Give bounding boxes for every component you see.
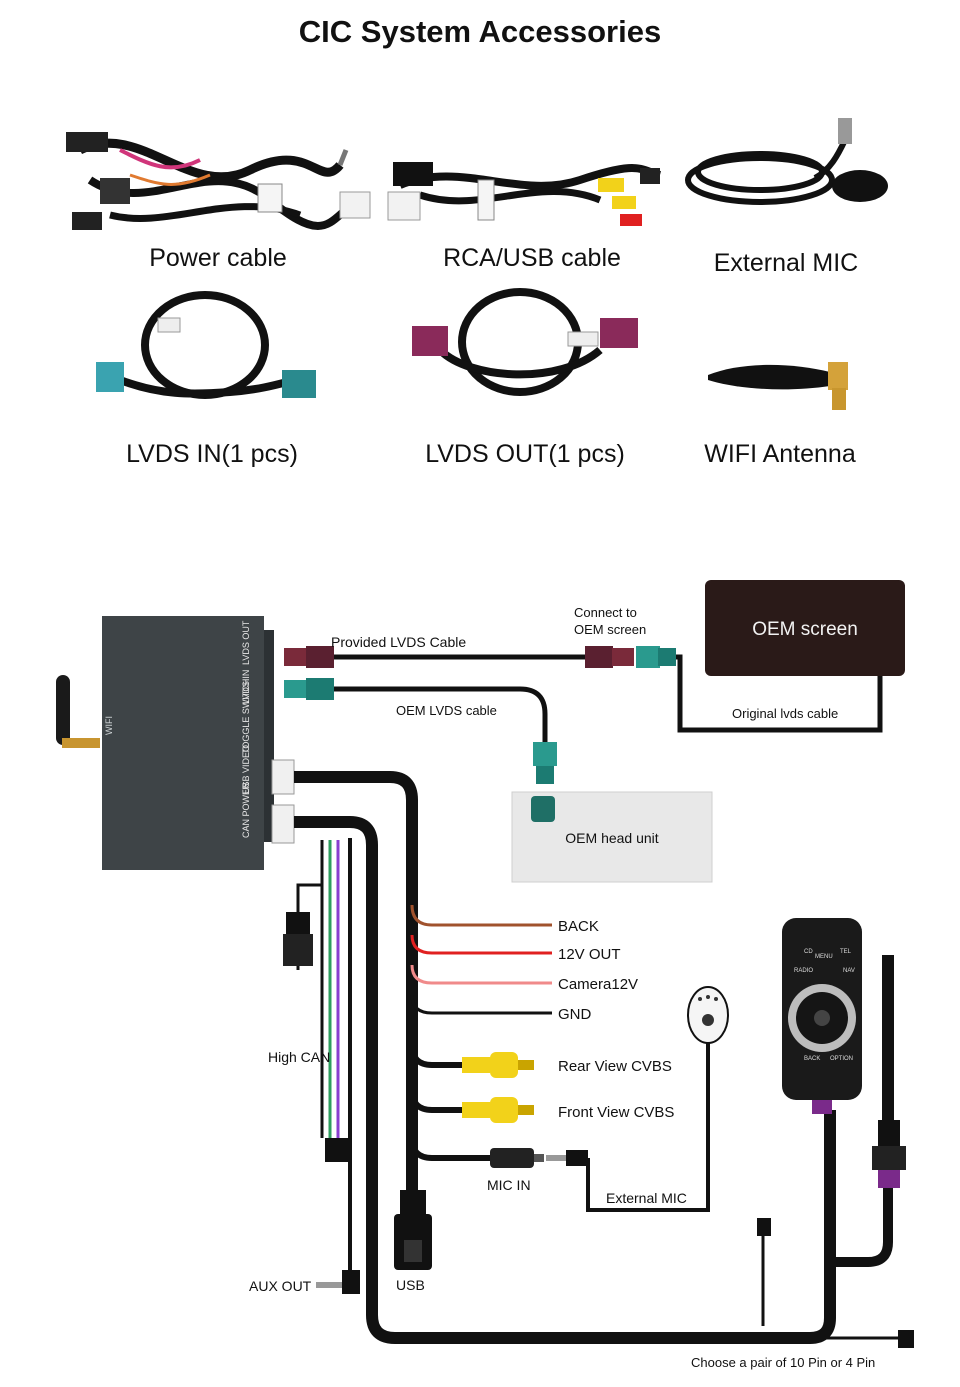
accessory-label-rca-usb-cable: RCA/USB cable bbox=[443, 244, 621, 272]
module-antenna-icon bbox=[56, 675, 100, 748]
choose-pin-label: Choose a pair of 10 Pin or 4 Pin bbox=[691, 1355, 875, 1370]
oem-lvds-label: OEM LVDS cable bbox=[396, 703, 497, 718]
idrive-controller-icon: CD MENU TEL RADIO NAV BACK OPTION bbox=[782, 918, 862, 1114]
gnd-wire bbox=[410, 994, 552, 1015]
external-mic-label: External MIC bbox=[606, 1190, 687, 1206]
usb-plug-icon bbox=[394, 1190, 432, 1270]
knob-tel-label: TEL bbox=[840, 949, 852, 955]
aux-out-label: AUX OUT bbox=[249, 1278, 312, 1294]
lvds-out-cable-icon bbox=[412, 288, 638, 396]
power-cable-icon bbox=[66, 132, 371, 230]
accessory-label-lvds-in: LVDS IN(1 pcs) bbox=[126, 440, 298, 468]
oem-head-unit: OEM head unit bbox=[511, 791, 713, 883]
ten-pin-connector-icon bbox=[872, 1120, 906, 1188]
oem-screen: OEM screen bbox=[705, 580, 905, 676]
original-lvds-label: Original lvds cable bbox=[732, 706, 838, 721]
oem-head-unit-label: OEM head unit bbox=[565, 830, 658, 846]
connect-to-label-line1: Connect to bbox=[574, 605, 637, 620]
can-power-trunk bbox=[294, 816, 836, 1344]
rca-usb-cable-icon bbox=[387, 162, 662, 226]
external-mic-cable bbox=[586, 1040, 710, 1212]
external-mic-icon bbox=[685, 118, 888, 205]
mic-in-label: MIC IN bbox=[487, 1177, 531, 1193]
external-mic-small-icon bbox=[687, 986, 729, 1044]
high-can-connector bbox=[325, 1138, 349, 1162]
usb-video-trunk bbox=[294, 771, 418, 1190]
connect-to-label-line2: OEM screen bbox=[574, 622, 646, 637]
v12-out-wire bbox=[410, 934, 552, 955]
front-view-label: Front View CVBS bbox=[558, 1104, 674, 1121]
oem-lvds-cable bbox=[284, 678, 557, 784]
wifi-port-label: WIFI bbox=[104, 716, 114, 735]
port-label-usb-video: USB VIDEO bbox=[241, 745, 251, 794]
aux-out-jack-icon bbox=[316, 1270, 360, 1294]
front-view-rca-icon bbox=[462, 1097, 534, 1123]
camera12v-label: Camera12V bbox=[558, 976, 638, 993]
rear-view-rca-icon bbox=[462, 1052, 534, 1078]
usb-label: USB bbox=[396, 1277, 425, 1293]
gnd-label: GND bbox=[558, 1006, 592, 1023]
port-label-lvds-in: LVDS IN bbox=[241, 670, 251, 704]
provided-lvds-label: Provided LVDS Cable bbox=[331, 634, 466, 650]
accessory-label-wifi-antenna: WIFI Antenna bbox=[704, 440, 856, 468]
accessory-label-lvds-out: LVDS OUT(1 pcs) bbox=[425, 440, 625, 468]
toggle-switch-connector-icon bbox=[283, 912, 313, 966]
page-title: CIC System Accessories bbox=[298, 14, 662, 49]
back-label: BACK bbox=[558, 918, 599, 935]
port-label-lvds-out: LVDS OUT bbox=[241, 620, 251, 665]
interface-module: WIFI LVDS OUT LVDS IN TOGGLE SWITCH USB … bbox=[102, 616, 295, 870]
four-pin-connector-b bbox=[898, 1330, 914, 1348]
knob-nav-label: NAV bbox=[843, 968, 855, 974]
knob-radio-label: RADIO bbox=[794, 968, 813, 974]
camera12v-wire bbox=[410, 964, 552, 985]
v12-out-label: 12V OUT bbox=[558, 946, 621, 963]
knob-menu-label: MENU bbox=[815, 954, 833, 960]
back-wire bbox=[410, 904, 552, 927]
lvds-in-cable-icon bbox=[96, 291, 316, 399]
knob-option-label: OPTION bbox=[830, 1056, 853, 1062]
rear-view-label: Rear View CVBS bbox=[558, 1058, 672, 1075]
port-label-can-power: CAN POWER bbox=[241, 782, 251, 838]
four-pin-connector-a bbox=[757, 1218, 771, 1236]
mic-in-jack-icon bbox=[490, 1148, 588, 1168]
provided-lvds-cable bbox=[284, 646, 676, 668]
wifi-antenna-icon bbox=[708, 362, 848, 410]
oem-screen-label: OEM screen bbox=[752, 619, 858, 640]
accessory-label-power-cable: Power cable bbox=[149, 244, 287, 272]
knob-cd-label: CD bbox=[804, 949, 813, 955]
high-can-label: High CAN bbox=[268, 1049, 330, 1065]
original-lvds-cable bbox=[676, 654, 883, 733]
port-label-toggle-switch: TOGGLE SWITCH bbox=[241, 679, 251, 754]
knob-back-label: BACK bbox=[804, 1056, 820, 1062]
accessory-label-external-mic: External MIC bbox=[713, 249, 859, 277]
